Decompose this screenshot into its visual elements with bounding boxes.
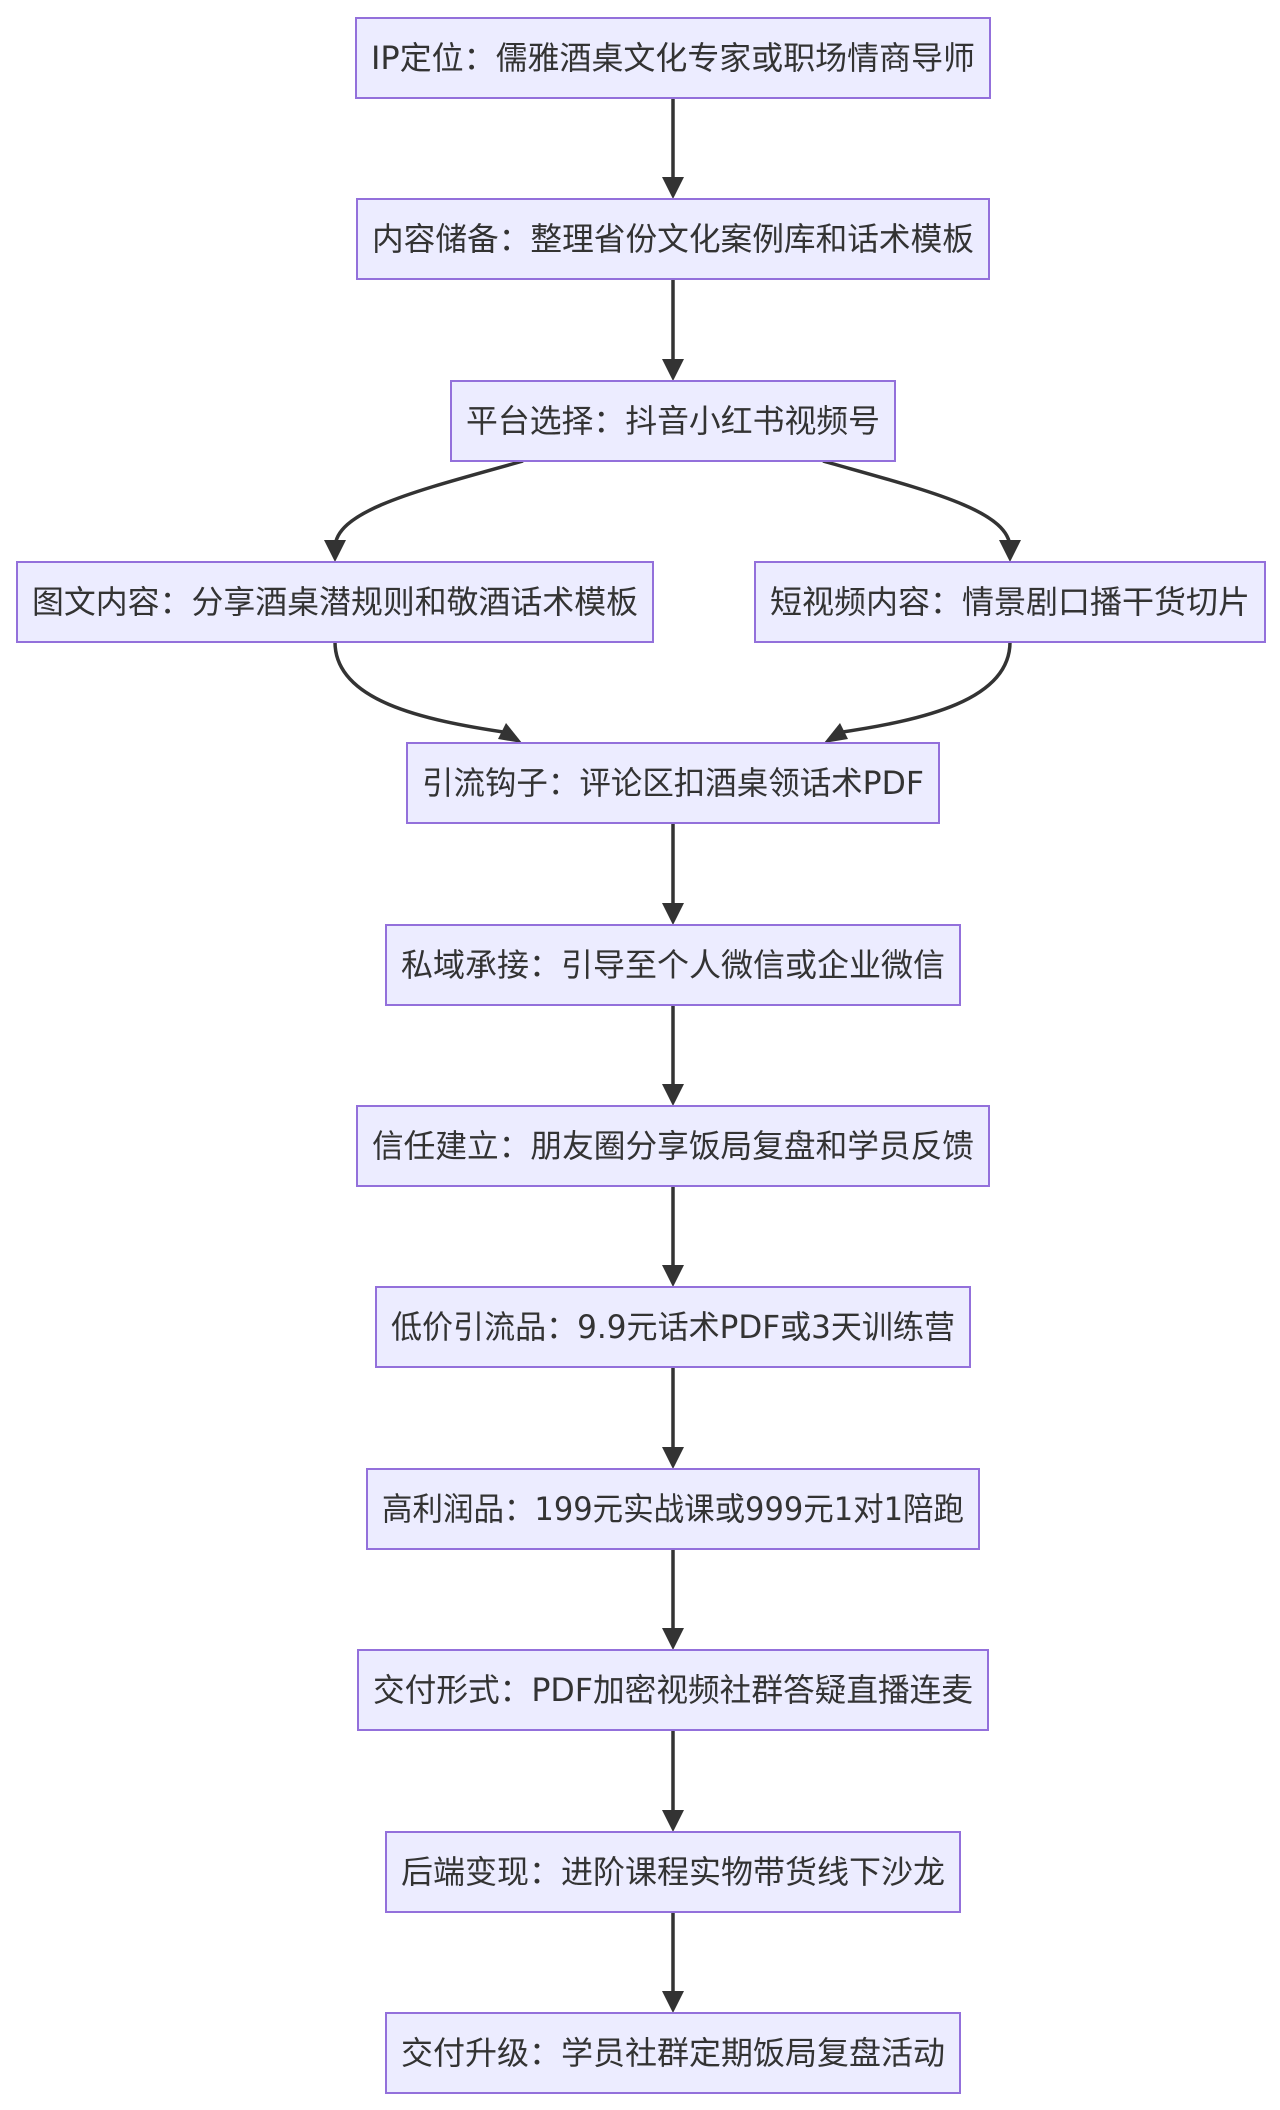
node-ip-positioning: IP定位：儒雅酒桌文化专家或职场情商导师 (355, 17, 991, 99)
edge-ip-positioning-to-content-reserve-arrowhead (662, 177, 684, 199)
edge-high-margin-product-to-delivery-form-arrowhead (662, 1628, 684, 1650)
node-short-video-content: 短视频内容：情景剧口播干货切片 (754, 561, 1266, 643)
edge-private-domain-to-trust-building-arrowhead (662, 1084, 684, 1106)
edge-traffic-hook-to-private-domain-arrowhead (662, 903, 684, 925)
node-box-high-margin-product (366, 1468, 980, 1550)
edge-platform-choice-to-short-video-content (822, 459, 1012, 549)
edge-platform-choice-to-short-video-content-arrowhead (999, 540, 1021, 562)
edge-image-text-content-to-traffic-hook (333, 641, 511, 735)
node-box-trust-building (356, 1105, 990, 1187)
edge-short-video-content-to-traffic-hook (835, 641, 1012, 735)
node-box-low-price-product (375, 1286, 971, 1368)
node-content-reserve: 内容储备：整理省份文化案例库和话术模板 (356, 198, 990, 280)
node-box-backend-monetization (385, 1831, 961, 1913)
edge-low-price-product-to-high-margin-product-arrowhead (662, 1447, 684, 1469)
node-label-short-video-content: 短视频内容：情景剧口播干货切片 (770, 583, 1250, 621)
node-delivery-upgrade: 交付升级：学员社群定期饭局复盘活动 (385, 2012, 961, 2094)
node-trust-building: 信任建立：朋友圈分享饭局复盘和学员反馈 (356, 1105, 990, 1187)
node-label-image-text-content: 图文内容：分享酒桌潜规则和敬酒话术模板 (32, 583, 638, 621)
node-box-short-video-content (754, 561, 1266, 643)
node-private-domain: 私域承接：引导至个人微信或企业微信 (385, 924, 961, 1006)
node-label-delivery-form: 交付形式：PDF加密视频社群答疑直播连麦 (373, 1671, 973, 1709)
node-label-delivery-upgrade: 交付升级：学员社群定期饭局复盘活动 (401, 2034, 945, 2072)
node-box-delivery-upgrade (385, 2012, 961, 2094)
node-box-ip-positioning (355, 17, 991, 99)
edge-content-reserve-to-platform-choice-arrowhead (662, 359, 684, 381)
node-label-low-price-product: 低价引流品：9.9元话术PDF或3天训练营 (391, 1308, 955, 1346)
edge-short-video-content-to-traffic-hook-arrowhead (824, 723, 848, 743)
node-high-margin-product: 高利润品：199元实战课或999元1对1陪跑 (366, 1468, 980, 1550)
node-box-traffic-hook (406, 742, 940, 824)
node-image-text-content: 图文内容：分享酒桌潜规则和敬酒话术模板 (16, 561, 654, 643)
node-box-platform-choice (450, 380, 896, 462)
edge-delivery-form-to-backend-monetization-arrowhead (662, 1810, 684, 1832)
node-label-ip-positioning: IP定位：儒雅酒桌文化专家或职场情商导师 (371, 39, 975, 77)
node-label-high-margin-product: 高利润品：199元实战课或999元1对1陪跑 (382, 1490, 964, 1528)
node-box-content-reserve (356, 198, 990, 280)
node-label-trust-building: 信任建立：朋友圈分享饭局复盘和学员反馈 (372, 1127, 974, 1165)
edge-platform-choice-to-image-text-content-arrowhead (324, 540, 346, 562)
node-box-private-domain (385, 924, 961, 1006)
node-low-price-product: 低价引流品：9.9元话术PDF或3天训练营 (375, 1286, 971, 1368)
edges-layer (324, 98, 1021, 2013)
nodes-layer: IP定位：儒雅酒桌文化专家或职场情商导师内容储备：整理省份文化案例库和话术模板平… (16, 17, 1266, 2094)
node-box-delivery-form (357, 1649, 989, 1731)
node-label-content-reserve: 内容储备：整理省份文化案例库和话术模板 (372, 220, 974, 258)
edge-platform-choice-to-image-text-content (333, 459, 524, 549)
node-backend-monetization: 后端变现：进阶课程实物带货线下沙龙 (385, 1831, 961, 1913)
node-platform-choice: 平台选择：抖音小红书视频号 (450, 380, 896, 462)
node-label-traffic-hook: 引流钩子：评论区扣酒桌领话术PDF (422, 764, 924, 802)
node-label-private-domain: 私域承接：引导至个人微信或企业微信 (401, 946, 945, 984)
node-delivery-form: 交付形式：PDF加密视频社群答疑直播连麦 (357, 1649, 989, 1731)
node-box-image-text-content (16, 561, 654, 643)
edge-backend-monetization-to-delivery-upgrade-arrowhead (662, 1991, 684, 2013)
node-label-backend-monetization: 后端变现：进阶课程实物带货线下沙龙 (401, 1853, 945, 1891)
edge-trust-building-to-low-price-product-arrowhead (662, 1265, 684, 1287)
node-label-platform-choice: 平台选择：抖音小红书视频号 (466, 402, 880, 440)
edge-image-text-content-to-traffic-hook-arrowhead (498, 723, 522, 743)
node-traffic-hook: 引流钩子：评论区扣酒桌领话术PDF (406, 742, 940, 824)
